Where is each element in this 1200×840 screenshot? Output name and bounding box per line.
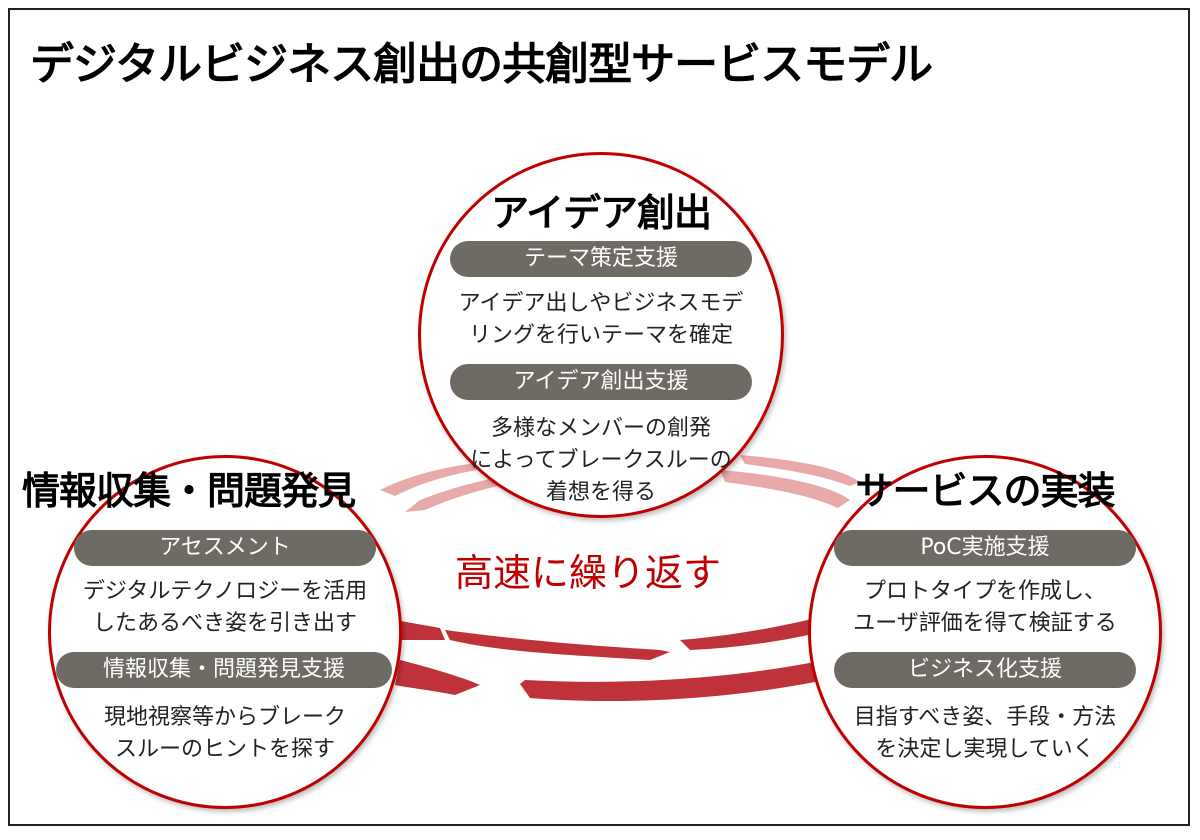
upper-arrow-right: [720, 470, 850, 508]
service-desc-1: プロトタイプを作成し、 ユーザ評価を得て検証する: [808, 576, 1162, 640]
desc-line: ユーザ評価を得て検証する: [853, 611, 1117, 636]
desc-line: を決定し実現していく: [875, 737, 1095, 762]
upper-arrow-right-2: [740, 455, 860, 486]
lower-arrow-5: [520, 662, 815, 702]
idea-heading: アイデア創出: [490, 191, 712, 235]
info-pill-2: 情報収集・問題発見支援: [56, 652, 392, 688]
desc-line: リングを行いテーマを確定: [468, 323, 733, 348]
desc-line: アイデア出しやビジネスモデ: [458, 291, 744, 316]
info-pill-1: アセスメント: [74, 530, 376, 566]
desc-line: 多様なメンバーの創発: [490, 416, 711, 441]
desc-line: によってブレークスルーの: [470, 448, 732, 473]
idea-circle: [418, 152, 784, 518]
idea-desc-2: 多様なメンバーの創発 によってブレークスルーの 着想を得る: [418, 413, 784, 509]
slide-frame: [8, 8, 1190, 826]
info-desc-1: デジタルテクノロジーを活用 したあるべき姿を引き出す: [48, 576, 402, 640]
desc-line: スルーのヒントを探す: [114, 737, 335, 762]
service-pill-1: PoC実施支援: [834, 530, 1136, 566]
desc-line: プロトタイプを作成し、: [863, 579, 1106, 604]
info-circle: [48, 455, 402, 809]
idea-pill-2: アイデア創出支援: [450, 364, 752, 400]
lower-arrow-3: [680, 612, 840, 650]
desc-line: 現地視察等からブレーク: [103, 705, 346, 730]
idea-pill-1: テーマ策定支援: [450, 241, 752, 277]
desc-line: したあるべき姿を引き出す: [92, 611, 357, 636]
desc-line: デジタルテクノロジーを活用: [82, 579, 368, 604]
lower-arrows: [395, 612, 840, 702]
lower-arrow-2: [445, 630, 670, 660]
info-desc-2: 現地視察等からブレーク スルーのヒントを探す: [48, 702, 402, 766]
info-heading: 情報収集・問題発見: [22, 469, 356, 513]
idea-desc-1: アイデア出しやビジネスモデ リングを行いテーマを確定: [418, 288, 784, 352]
desc-line: 着想を得る: [545, 480, 656, 505]
center-label: 高速に繰り返す: [455, 551, 722, 595]
service-pill-2: ビジネス化支援: [834, 652, 1136, 688]
desc-line: 目指すべき姿、手段・方法: [853, 705, 1117, 730]
service-heading: サービスの実装: [855, 469, 1115, 513]
service-circle: [808, 455, 1162, 809]
lower-arrow-4: [395, 660, 480, 695]
service-desc-2: 目指すべき姿、手段・方法 を決定し実現していく: [808, 702, 1162, 766]
lower-arrow-1: [395, 620, 445, 640]
slide-title: デジタルビジネス創出の共創型サービスモデル: [30, 39, 933, 90]
